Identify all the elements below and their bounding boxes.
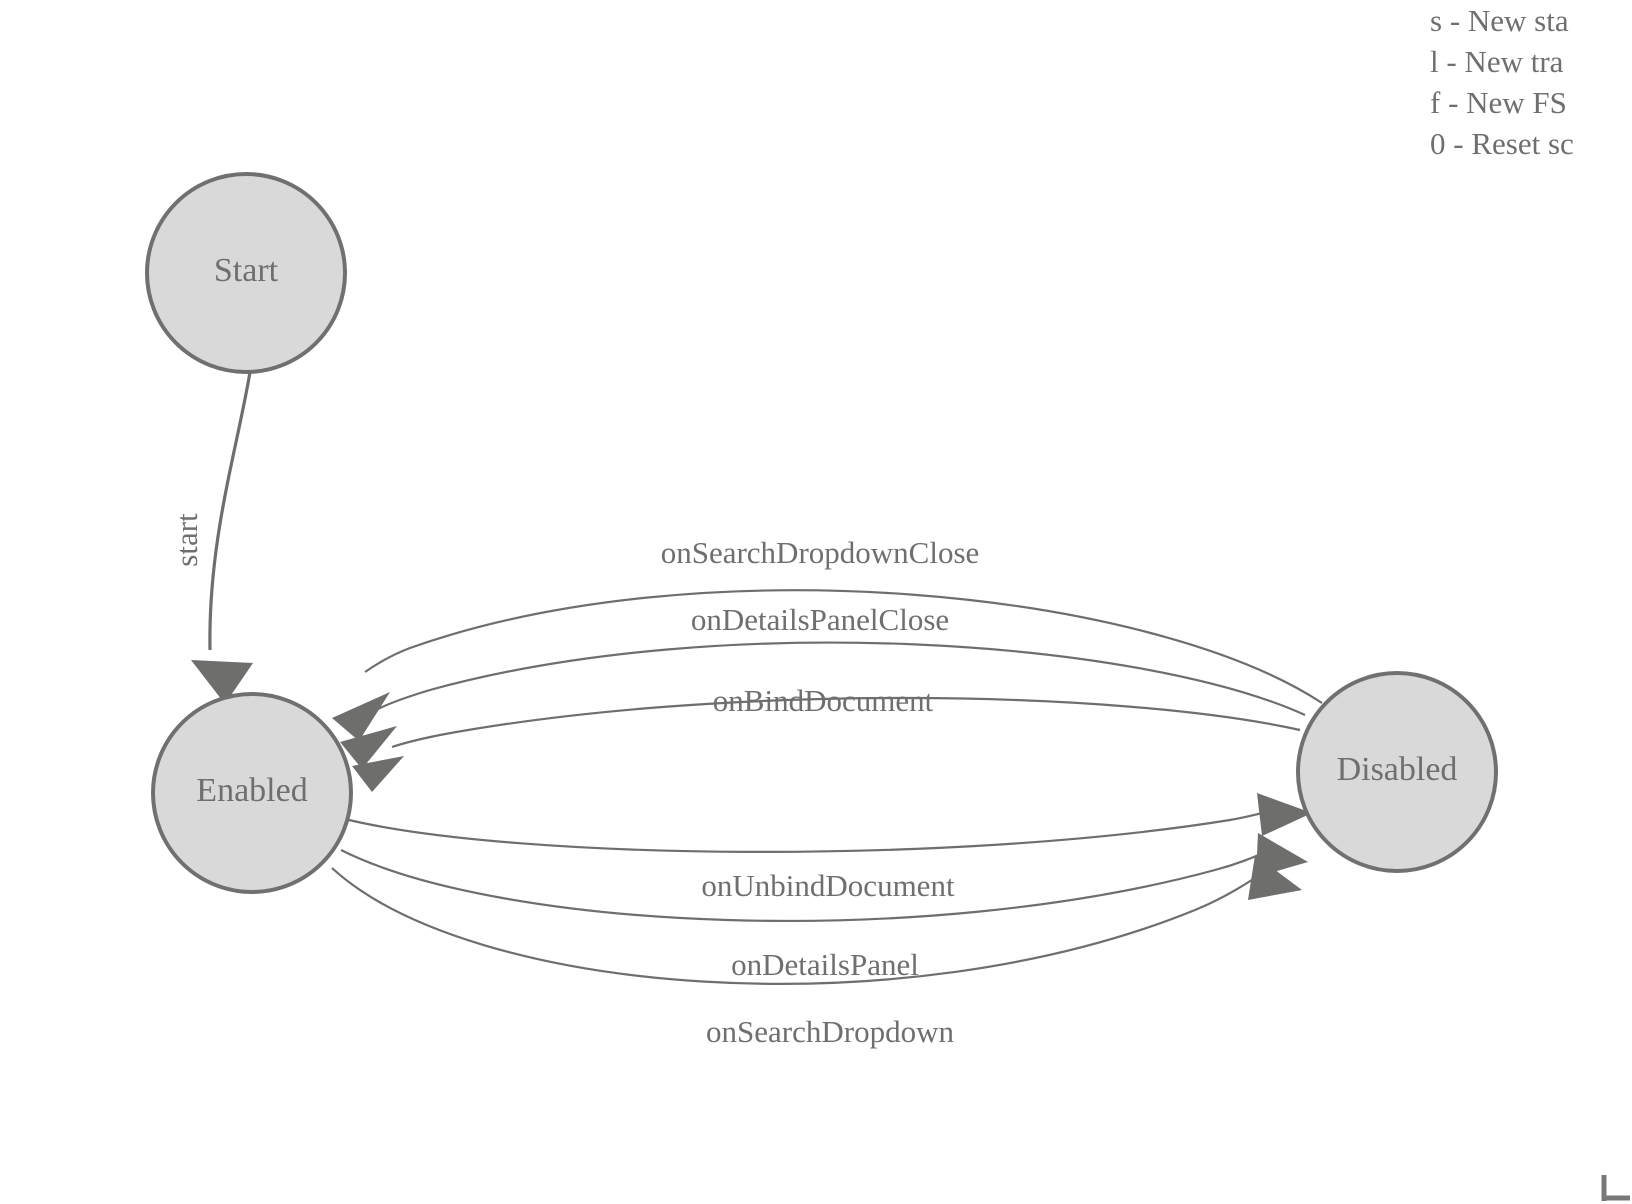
edge-path-start-enabled (208, 371, 252, 651)
edge-enabled-to-disabled-searchdropdown[interactable]: onSearchDropdown (331, 855, 1302, 1049)
edge-label-onsearchdropdownclose: onSearchDropdownClose (661, 535, 980, 570)
arrowhead-unbinddocument (1257, 793, 1312, 836)
node-disabled-circle[interactable] (1296, 671, 1498, 873)
edge-path-detailspanel (340, 849, 1269, 922)
node-enabled[interactable]: Enabled (151, 692, 353, 894)
shortcut-help-line-new-state: s - New sta (1430, 3, 1569, 38)
edge-label-start: start (169, 513, 204, 567)
arrowhead-binddocument (352, 756, 404, 792)
resize-handle-icon[interactable] (1601, 1175, 1630, 1201)
arrowhead-detailspanelclose (340, 726, 397, 769)
edge-start-to-enabled[interactable]: start (169, 371, 253, 704)
edge-disabled-to-enabled-searchdropdownclose[interactable]: onSearchDropdownClose (332, 535, 1323, 741)
arrowhead-searchdropdown (1248, 855, 1302, 900)
node-enabled-circle[interactable] (151, 692, 353, 894)
node-start[interactable]: Start (145, 172, 347, 374)
edge-enabled-to-disabled-unbinddocument[interactable]: onUnbindDocument (348, 793, 1312, 903)
shortcut-help-line-reset-scene: 0 - Reset sc (1430, 126, 1574, 161)
shortcut-help-line-new-fsm: f - New FS (1430, 85, 1567, 120)
edge-disabled-to-enabled-binddocument[interactable]: onBindDocument (352, 683, 1301, 792)
edge-label-ondetailspanel: onDetailsPanel (731, 947, 919, 982)
edge-label-onbinddocument: onBindDocument (713, 683, 934, 718)
node-enabled-label: Enabled (196, 772, 307, 809)
node-disabled-label: Disabled (1337, 751, 1458, 788)
edge-path-binddocument (391, 696, 1301, 749)
edge-label-onunbinddocument: onUnbindDocument (701, 868, 955, 903)
edge-path-searchdropdown (331, 867, 1259, 985)
arrowhead-searchdropdownclose (332, 692, 390, 741)
node-start-label: Start (214, 252, 279, 289)
edge-enabled-to-disabled-detailspanel[interactable]: onDetailsPanel (340, 833, 1308, 982)
edge-path-detailspanelclose (377, 641, 1306, 717)
arrowhead-start-enabled (191, 660, 253, 704)
edge-path-unbinddocument (348, 808, 1275, 853)
shortcut-help-line-new-transition: l - New tra (1430, 44, 1564, 79)
edge-label-onsearchdropdown: onSearchDropdown (706, 1014, 954, 1049)
shortcut-help-overlay: s - New sta l - New tra f - New FS 0 - R… (1430, 0, 1632, 164)
edge-disabled-to-enabled-detailspanelclose[interactable]: onDetailsPanelClose (340, 602, 1306, 769)
node-start-circle[interactable] (145, 172, 347, 374)
edge-path-searchdropdownclose (364, 589, 1323, 704)
edge-label-ondetailspanelclose: onDetailsPanelClose (691, 602, 949, 637)
node-disabled[interactable]: Disabled (1296, 671, 1498, 873)
